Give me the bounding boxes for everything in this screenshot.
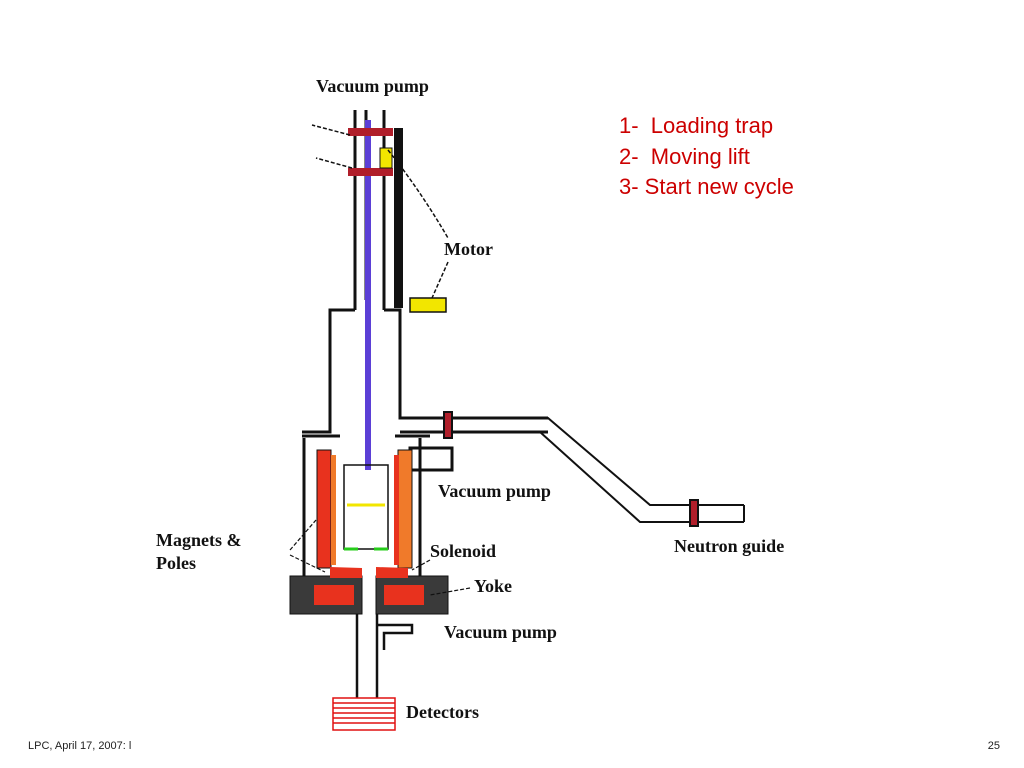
motor-leaders [311, 124, 449, 299]
label-yoke: Yoke [474, 576, 512, 596]
label-neutron-guide: Neutron guide [674, 536, 784, 556]
page-number: 25 [987, 740, 1000, 752]
step-2: 2- Moving lift [619, 143, 750, 169]
detectors-icon [332, 697, 396, 731]
steps-list: 1- Loading trap 2- Moving lift 3- Start … [619, 111, 794, 203]
bottom-tube [355, 614, 414, 698]
magnets-poles [316, 449, 413, 569]
label-detectors: Detectors [406, 702, 479, 722]
motor-rail [379, 128, 403, 308]
label-vacuum-pump-mid: Vacuum pump [438, 481, 551, 501]
trap [343, 464, 389, 551]
yoke [289, 567, 449, 615]
neutron-guide [400, 411, 745, 527]
label-vacuum-pump-bottom: Vacuum pump [444, 622, 557, 642]
step-1: 1- Loading trap [619, 113, 774, 138]
label-solenoid: Solenoid [430, 541, 496, 561]
label-magnets-poles-2: Poles [156, 553, 196, 573]
top-flanges [348, 128, 393, 176]
footer-left: LPC, April 17, 2007: l [28, 740, 132, 752]
motor-icon [409, 297, 447, 313]
label-motor: Motor [444, 239, 493, 259]
main-chamber [302, 308, 548, 578]
step-3: 3- Start new cycle [619, 174, 794, 199]
label-leaders [289, 519, 471, 596]
lift-rod [365, 120, 371, 470]
label-magnets-poles-1: Magnets & [156, 530, 241, 550]
label-vacuum-pump-top: Vacuum pump [316, 76, 429, 96]
